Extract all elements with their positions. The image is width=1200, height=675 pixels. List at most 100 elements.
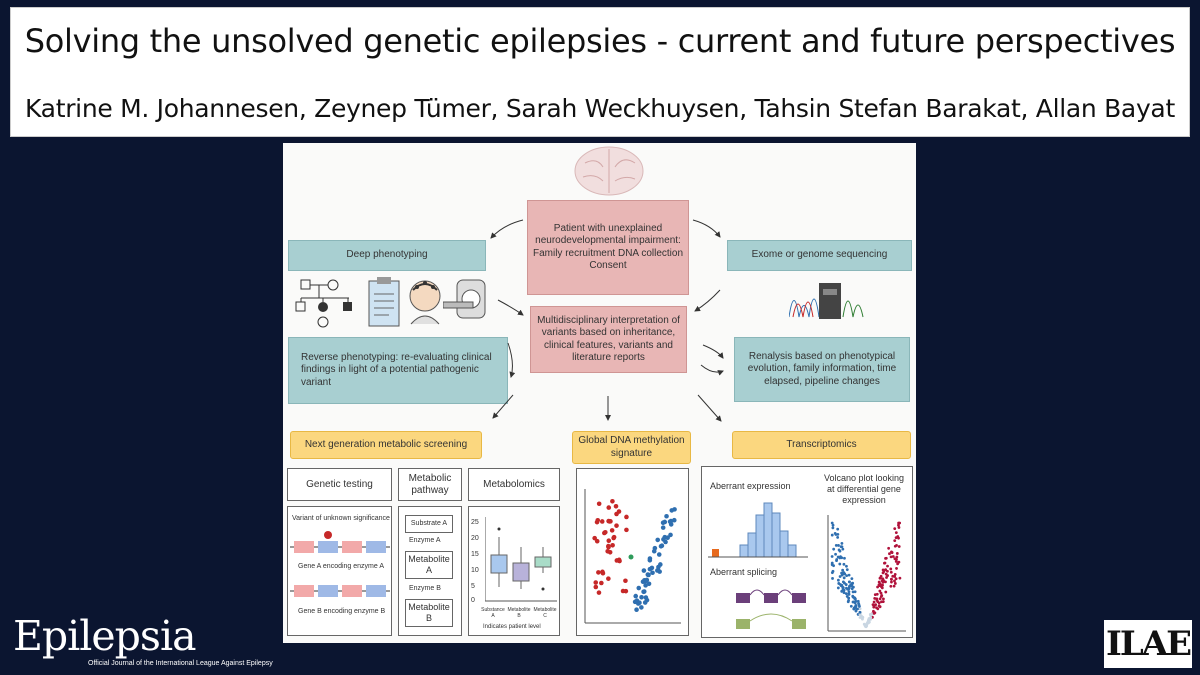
- metabolomics-header: Metabolomics: [468, 468, 560, 501]
- volcano-point: [893, 572, 897, 576]
- volcano-point: [842, 572, 846, 576]
- scatter-point: [596, 590, 602, 595]
- scatter-point: [637, 600, 642, 606]
- volcano-point: [852, 600, 856, 604]
- transcriptomics-panel: Aberrant expression Aberrant splicing Vo…: [701, 466, 913, 638]
- interpretation-box: Multidisciplinary interpretation of vari…: [530, 306, 687, 373]
- volcano-point: [830, 571, 834, 575]
- volcano-plot: [827, 515, 906, 632]
- reverse-phenotyping-box: Reverse phenotyping: re-evaluating clini…: [288, 337, 508, 404]
- scatter-point: [662, 519, 668, 525]
- scatter-point: [668, 532, 673, 538]
- scatter-point: [596, 570, 601, 575]
- scatter-point: [610, 498, 615, 504]
- volcano-point: [845, 586, 848, 590]
- scatter-point: [624, 514, 629, 520]
- tick-label: 15: [471, 551, 479, 558]
- volcano-point: [894, 531, 898, 535]
- volcano-point: [872, 600, 876, 604]
- genetic-testing-panel: Variant of unknown significance Gene A e…: [287, 506, 392, 636]
- genetic-testing-header: Genetic testing: [287, 468, 392, 501]
- scatter-point: [606, 576, 611, 581]
- volcano-point: [854, 609, 858, 613]
- scatter-point: [647, 558, 653, 563]
- scatter-point: [633, 593, 639, 599]
- volcano-point: [838, 562, 842, 566]
- scatter-point: [614, 523, 619, 528]
- metabolite-b-box: Metabolite B: [405, 599, 453, 627]
- volcano-point: [836, 578, 840, 582]
- scatter-point: [650, 570, 655, 576]
- flow-arrows: [490, 219, 724, 422]
- volcano-point: [835, 558, 839, 561]
- scatter-point: [646, 581, 652, 587]
- volcano-point: [838, 556, 842, 560]
- volcano-point: [884, 590, 888, 594]
- volcano-point: [850, 584, 854, 588]
- eeg-head-icon: [409, 280, 441, 325]
- scatter-point: [645, 572, 651, 577]
- renalysis-box: Renalysis based on phenotypical evolutio…: [734, 337, 910, 402]
- scatter-point: [639, 605, 644, 610]
- scatter-point: [669, 508, 675, 513]
- scatter-point: [602, 530, 607, 536]
- volcano-point: [888, 552, 891, 556]
- volcano-point: [872, 604, 876, 608]
- scatter-point: [639, 594, 644, 600]
- volcano-point: [842, 591, 846, 595]
- exome-sequencing-box: Exome or genome sequencing: [727, 240, 912, 271]
- volcano-point: [830, 521, 834, 525]
- tick-label: 0: [471, 597, 475, 604]
- volcano-point: [867, 617, 871, 620]
- scatter-point: [656, 552, 662, 557]
- volcano-point: [858, 604, 861, 608]
- scatter-point: [658, 562, 663, 567]
- volcano-point: [854, 605, 858, 608]
- scatter-point: [605, 548, 610, 554]
- volcano-point: [850, 577, 854, 580]
- volcano-point: [837, 544, 840, 547]
- volcano-point: [831, 523, 835, 527]
- pedigree-icon: [295, 279, 352, 328]
- volcano-point: [832, 547, 836, 551]
- scatter-point: [596, 501, 602, 507]
- volcano-point: [879, 591, 883, 595]
- volcano-point: [897, 560, 901, 564]
- volcano-point: [834, 552, 837, 556]
- scatter-point: [616, 557, 622, 563]
- scatter-point: [664, 513, 669, 519]
- boxplot: [485, 517, 557, 602]
- scatter-point: [616, 509, 622, 514]
- volcano-point: [880, 579, 884, 583]
- volcano-point: [878, 597, 882, 601]
- volcano-point: [853, 597, 856, 600]
- volcano-point: [882, 570, 886, 573]
- volcano-point: [842, 576, 846, 580]
- clipboard-icon: [368, 277, 400, 327]
- scatter-point: [595, 517, 601, 523]
- volcano-point: [882, 597, 885, 601]
- scatter-point: [624, 527, 629, 533]
- volcano-point: [883, 561, 887, 565]
- author-list: Katrine M. Johannesen, Zeynep Tümer, Sar…: [25, 94, 1175, 123]
- volcano-point: [893, 557, 897, 561]
- volcano-point: [873, 593, 877, 596]
- gene-a-label: Gene A encoding enzyme A: [298, 563, 385, 570]
- scatter-point: [659, 543, 665, 548]
- volcano-point: [897, 521, 900, 525]
- volcano-point: [895, 555, 899, 559]
- brain-icon: [574, 146, 644, 196]
- volcano-point: [889, 555, 893, 559]
- volcano-point: [884, 572, 888, 576]
- volcano-point: [831, 526, 835, 530]
- volcano-point: [867, 619, 871, 623]
- volcano-point: [894, 577, 898, 581]
- scatter-point: [599, 519, 605, 524]
- metabolite-a-box: Metabolite A: [405, 551, 453, 579]
- scatter-point: [623, 578, 628, 584]
- volcano-point: [830, 533, 834, 537]
- volcano-point: [840, 541, 844, 545]
- volcano-point: [893, 544, 897, 548]
- volcano-point: [885, 576, 888, 579]
- volcano-point: [843, 556, 846, 560]
